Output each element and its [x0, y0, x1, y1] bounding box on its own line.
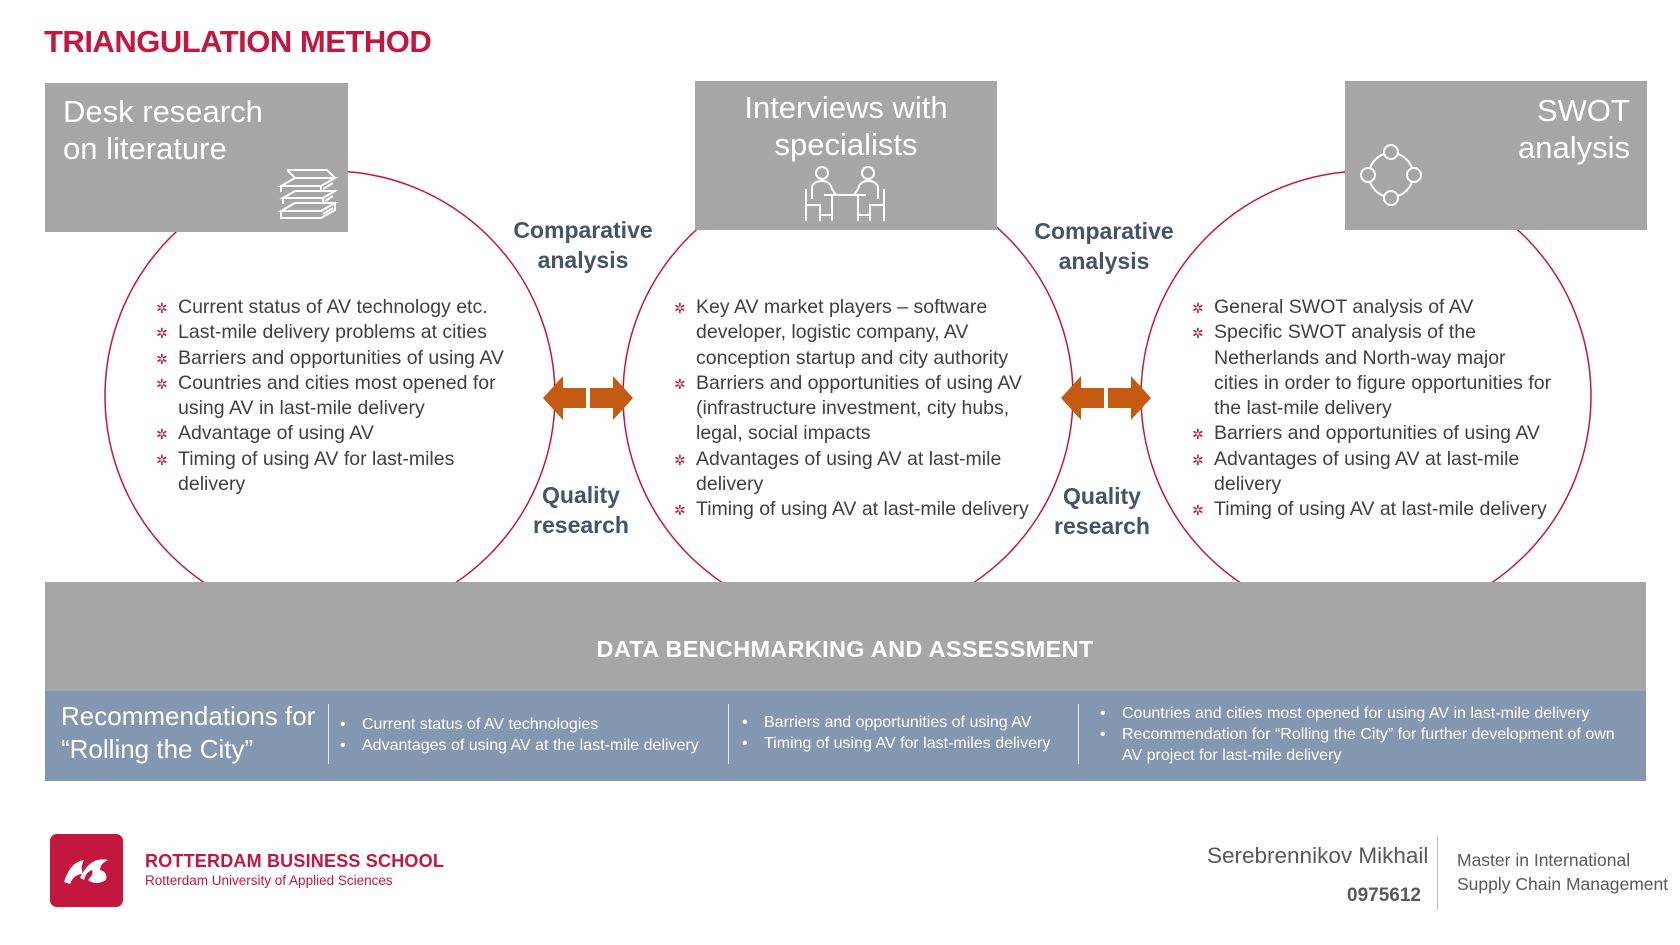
star-bullet-icon: ✲ [156, 451, 168, 468]
recommendations-column-3: Countries and cities most opened for usi… [1098, 703, 1618, 766]
list-item: ✲Current status of AV technology etc. [156, 295, 516, 320]
school-name: ROTTERDAM BUSINESS SCHOOL [145, 851, 445, 871]
school-logo [50, 834, 123, 907]
header-interviews: Interviews with specialists [695, 81, 997, 230]
star-bullet-icon: ✲ [156, 350, 168, 367]
swot-list: ✲General SWOT analysis of AV ✲Specific S… [1192, 295, 1554, 523]
double-arrow-icon [543, 376, 633, 420]
rotterdam-logo-icon [64, 859, 108, 884]
benchmark-band [45, 582, 1646, 691]
list-item: Recommendation for “Rolling the City” fo… [1098, 724, 1618, 766]
header-swot-title: SWOT analysis [1518, 93, 1630, 165]
divider [728, 704, 729, 764]
list-item: ✲Last-mile delivery problems at cities [156, 320, 516, 345]
benchmark-label: DATA BENCHMARKING AND ASSESSMENT [596, 636, 1094, 662]
divider [1437, 836, 1438, 910]
school-subtitle: Rotterdam University of Applied Sciences [145, 873, 393, 888]
header-swot: SWOT analysis [1345, 81, 1647, 230]
star-bullet-icon: ✲ [156, 426, 168, 443]
list-item: Timing of using AV for last-miles delive… [740, 733, 1075, 754]
star-bullet-icon: ✲ [1192, 325, 1204, 342]
star-bullet-icon: ✲ [156, 300, 168, 316]
list-item: ✲Barriers and opportunities of using AV [156, 346, 516, 371]
divider [1078, 704, 1079, 764]
star-bullet-icon: ✲ [674, 375, 686, 392]
quality-research-label: Quality research [533, 482, 629, 538]
star-bullet-icon: ✲ [674, 300, 686, 316]
books-icon [277, 169, 339, 219]
meeting-table-icon [805, 166, 885, 221]
recommendations-title: Recommendations for “Rolling the City” [61, 701, 316, 764]
quality-research-label: Quality research [1054, 483, 1150, 539]
header-desk-research: Desk research on literature [45, 83, 348, 232]
list-item: ✲Timing of using AV at last-mile deliver… [1192, 497, 1554, 522]
list-item: ✲Key AV market players – software develo… [674, 296, 1009, 369]
student-number: 0975612 [1347, 885, 1421, 906]
comparative-analysis-label: Comparative analysis [1034, 218, 1174, 274]
recommendations-column-1: Current status of AV technologies Advant… [338, 714, 723, 756]
star-bullet-icon: ✲ [1192, 300, 1204, 316]
cycle-nodes-icon [1360, 144, 1422, 206]
star-bullet-icon: ✲ [674, 451, 686, 468]
divider [328, 704, 329, 764]
list-item: ✲Advantages of using AV at last-mile del… [1192, 447, 1520, 496]
recommendations-column-2: Barriers and opportunities of using AV T… [740, 712, 1075, 754]
interviews-list: ✲Key AV market players – software develo… [674, 295, 1036, 523]
list-item: ✲Barriers and opportunities of using AV [1192, 421, 1554, 446]
list-item: ✲Advantages of using AV at last-mile del… [674, 447, 1002, 496]
list-item: Advantages of using AV at the last-mile … [338, 735, 723, 756]
list-item: ✲Countries and cities most opened for us… [156, 371, 496, 420]
list-item: Barriers and opportunities of using AV [740, 712, 1075, 733]
star-bullet-icon: ✲ [674, 502, 686, 519]
page-title: TRIANGULATION METHOD [44, 24, 432, 59]
list-item: ✲General SWOT analysis of AV [1192, 295, 1554, 320]
star-bullet-icon: ✲ [1192, 502, 1204, 519]
comparative-analysis-label: Comparative analysis [513, 217, 653, 273]
star-bullet-icon: ✲ [1192, 451, 1204, 468]
list-item: Current status of AV technologies [338, 714, 723, 735]
list-item: ✲Barriers and opportunities of using AV … [674, 371, 1022, 445]
list-item: Countries and cities most opened for usi… [1098, 703, 1618, 724]
list-item: ✲Specific SWOT analysis of the Netherlan… [1192, 321, 1552, 420]
star-bullet-icon: ✲ [156, 325, 168, 342]
list-item: ✲Advantage of using AV [156, 421, 516, 446]
star-bullet-icon: ✲ [156, 375, 168, 392]
star-bullet-icon: ✲ [1192, 426, 1204, 443]
list-item: ✲Timing of using AV for last-miles deliv… [156, 447, 455, 496]
desk-research-list: ✲Current status of AV technology etc. ✲L… [156, 295, 516, 497]
header-desk-research-title: Desk research on literature [63, 94, 263, 166]
list-item: ✲Timing of using AV at last-mile deliver… [674, 497, 1036, 522]
author-name: Serebrennikov Mikhail [1207, 843, 1429, 868]
header-interviews-title: Interviews with specialists [744, 90, 948, 162]
degree-label: Master in International Supply Chain Man… [1457, 850, 1669, 894]
double-arrow-icon [1061, 376, 1151, 420]
